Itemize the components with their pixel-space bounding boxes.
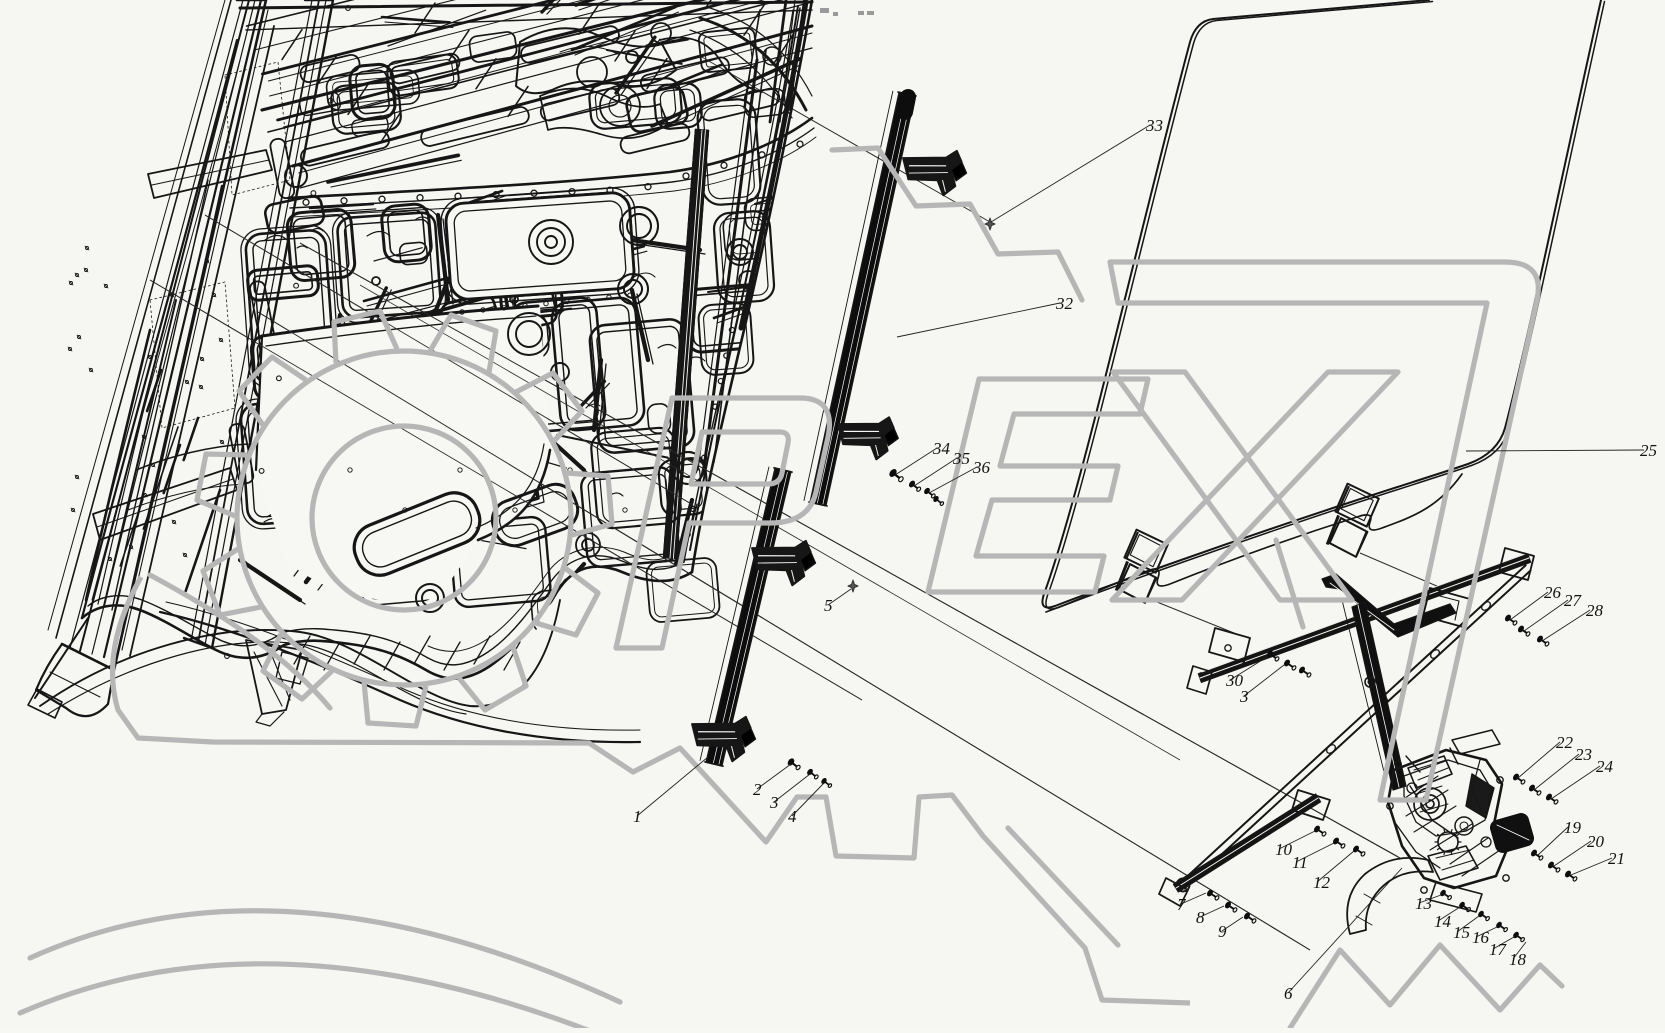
svg-text:6: 6 bbox=[1284, 984, 1293, 1003]
svg-text:12: 12 bbox=[1313, 873, 1331, 892]
svg-text:2: 2 bbox=[753, 780, 762, 799]
svg-text:13: 13 bbox=[1415, 894, 1432, 913]
svg-text:28: 28 bbox=[1586, 601, 1604, 620]
svg-text:20: 20 bbox=[1587, 832, 1605, 851]
svg-text:21: 21 bbox=[1608, 849, 1625, 868]
svg-text:7: 7 bbox=[1177, 895, 1187, 914]
svg-text:19: 19 bbox=[1564, 818, 1582, 837]
svg-text:23: 23 bbox=[1575, 745, 1592, 764]
svg-text:26: 26 bbox=[1544, 583, 1562, 602]
svg-text:36: 36 bbox=[972, 458, 991, 477]
svg-text:11: 11 bbox=[1292, 853, 1308, 872]
svg-text:4: 4 bbox=[788, 807, 797, 826]
svg-text:8: 8 bbox=[1196, 908, 1205, 927]
svg-text:1: 1 bbox=[633, 807, 642, 826]
svg-text:3: 3 bbox=[1239, 687, 1249, 706]
svg-text:27: 27 bbox=[1564, 591, 1583, 610]
svg-text:9: 9 bbox=[1218, 922, 1227, 941]
svg-text:22: 22 bbox=[1556, 733, 1574, 752]
svg-text:15: 15 bbox=[1453, 923, 1470, 942]
svg-text:30: 30 bbox=[1225, 671, 1244, 690]
svg-text:35: 35 bbox=[952, 449, 970, 468]
svg-text:3: 3 bbox=[769, 793, 779, 812]
svg-text:10: 10 bbox=[1275, 840, 1293, 859]
svg-text:33: 33 bbox=[1145, 116, 1163, 135]
svg-text:5: 5 bbox=[824, 596, 833, 615]
svg-text:17: 17 bbox=[1489, 940, 1508, 959]
svg-text:25: 25 bbox=[1640, 441, 1657, 460]
svg-text:18: 18 bbox=[1509, 950, 1527, 969]
svg-text:16: 16 bbox=[1472, 928, 1490, 947]
svg-text:14: 14 bbox=[1434, 912, 1452, 931]
svg-text:34: 34 bbox=[932, 439, 951, 458]
svg-text:24: 24 bbox=[1596, 757, 1614, 776]
svg-text:32: 32 bbox=[1055, 294, 1074, 313]
